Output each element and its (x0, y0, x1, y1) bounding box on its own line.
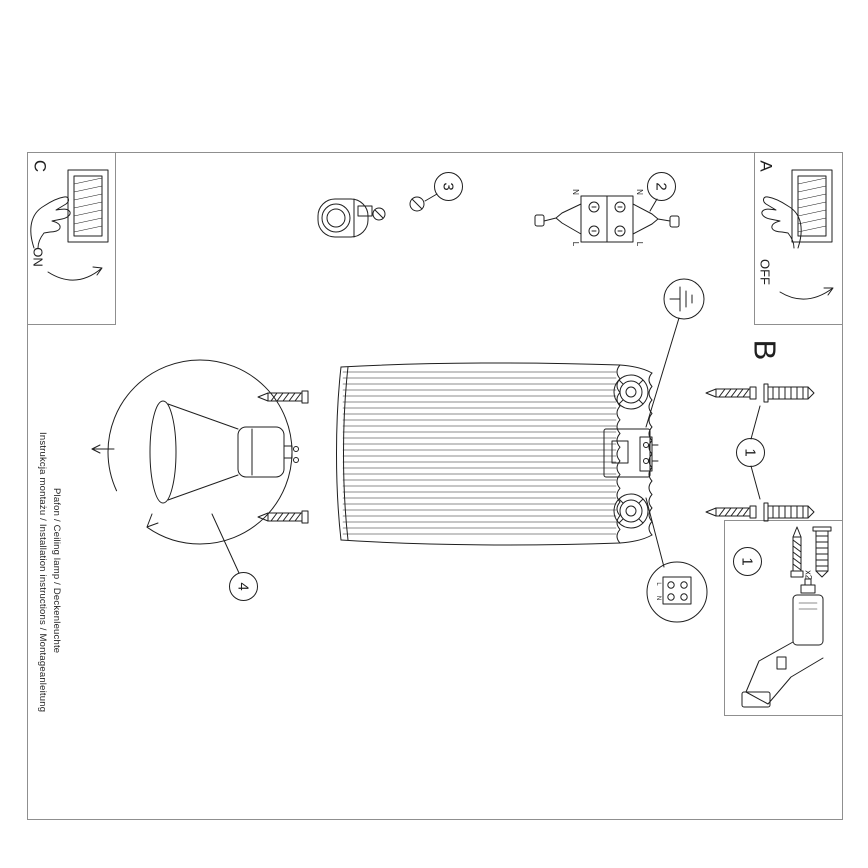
rotation-arrow (107, 359, 293, 545)
page-frame (27, 152, 843, 820)
screw-and-plug-step1 (705, 383, 815, 522)
junction-box (603, 428, 659, 478)
drill-icon (741, 578, 824, 708)
toolbox-illustration (741, 526, 832, 708)
quantity-label: x2 (803, 570, 814, 580)
terminal-label-l: L (571, 241, 580, 247)
detail-label-n: N (655, 595, 661, 601)
cable-clamp-step3 (317, 193, 438, 238)
mounting-screws (257, 390, 309, 524)
bulb-socket-icon (613, 493, 649, 529)
switch-off-label: OFF (757, 259, 773, 285)
screw-icon (790, 526, 804, 578)
terminal-detail (645, 497, 708, 623)
terminal-label-l: L (635, 241, 644, 247)
switch-on-label: ON (30, 247, 46, 267)
step-3-badge: 3 (434, 172, 463, 201)
shade-assembly (107, 359, 299, 574)
footer-title: Instrukcja montażu / Installation instru… (37, 432, 48, 713)
direction-arrow-icon (91, 444, 115, 454)
lamp-body (336, 362, 659, 546)
step-4-badge: 4 (229, 572, 258, 601)
terminal-label-n: N (635, 189, 644, 195)
footer-product: Plafon / Ceiling lamp / Deckenleuchte (51, 488, 62, 654)
toolbox-step-1-badge: 1 (733, 547, 762, 576)
rotate-arrow (779, 287, 834, 300)
step-2-badge: 2 (647, 172, 676, 201)
terminal-label-n: N (571, 189, 580, 195)
hand-icon (761, 196, 802, 249)
section-label-b: B (747, 339, 783, 361)
screw-icon (409, 196, 425, 212)
section-label-a: A (756, 160, 776, 172)
hand-icon (30, 196, 71, 249)
step-1-badge: 1 (736, 438, 765, 467)
detail-label-l: L (655, 582, 661, 586)
section-label-c: C (30, 159, 50, 173)
switch-on-illustration (30, 169, 109, 281)
terminal-block-step2 (534, 195, 680, 243)
wall-plug-icon (812, 526, 832, 578)
rotate-arrow (47, 266, 103, 281)
leader-lines (649, 198, 658, 212)
ground-symbol-icon (645, 278, 705, 428)
switch-off-illustration (761, 169, 834, 300)
